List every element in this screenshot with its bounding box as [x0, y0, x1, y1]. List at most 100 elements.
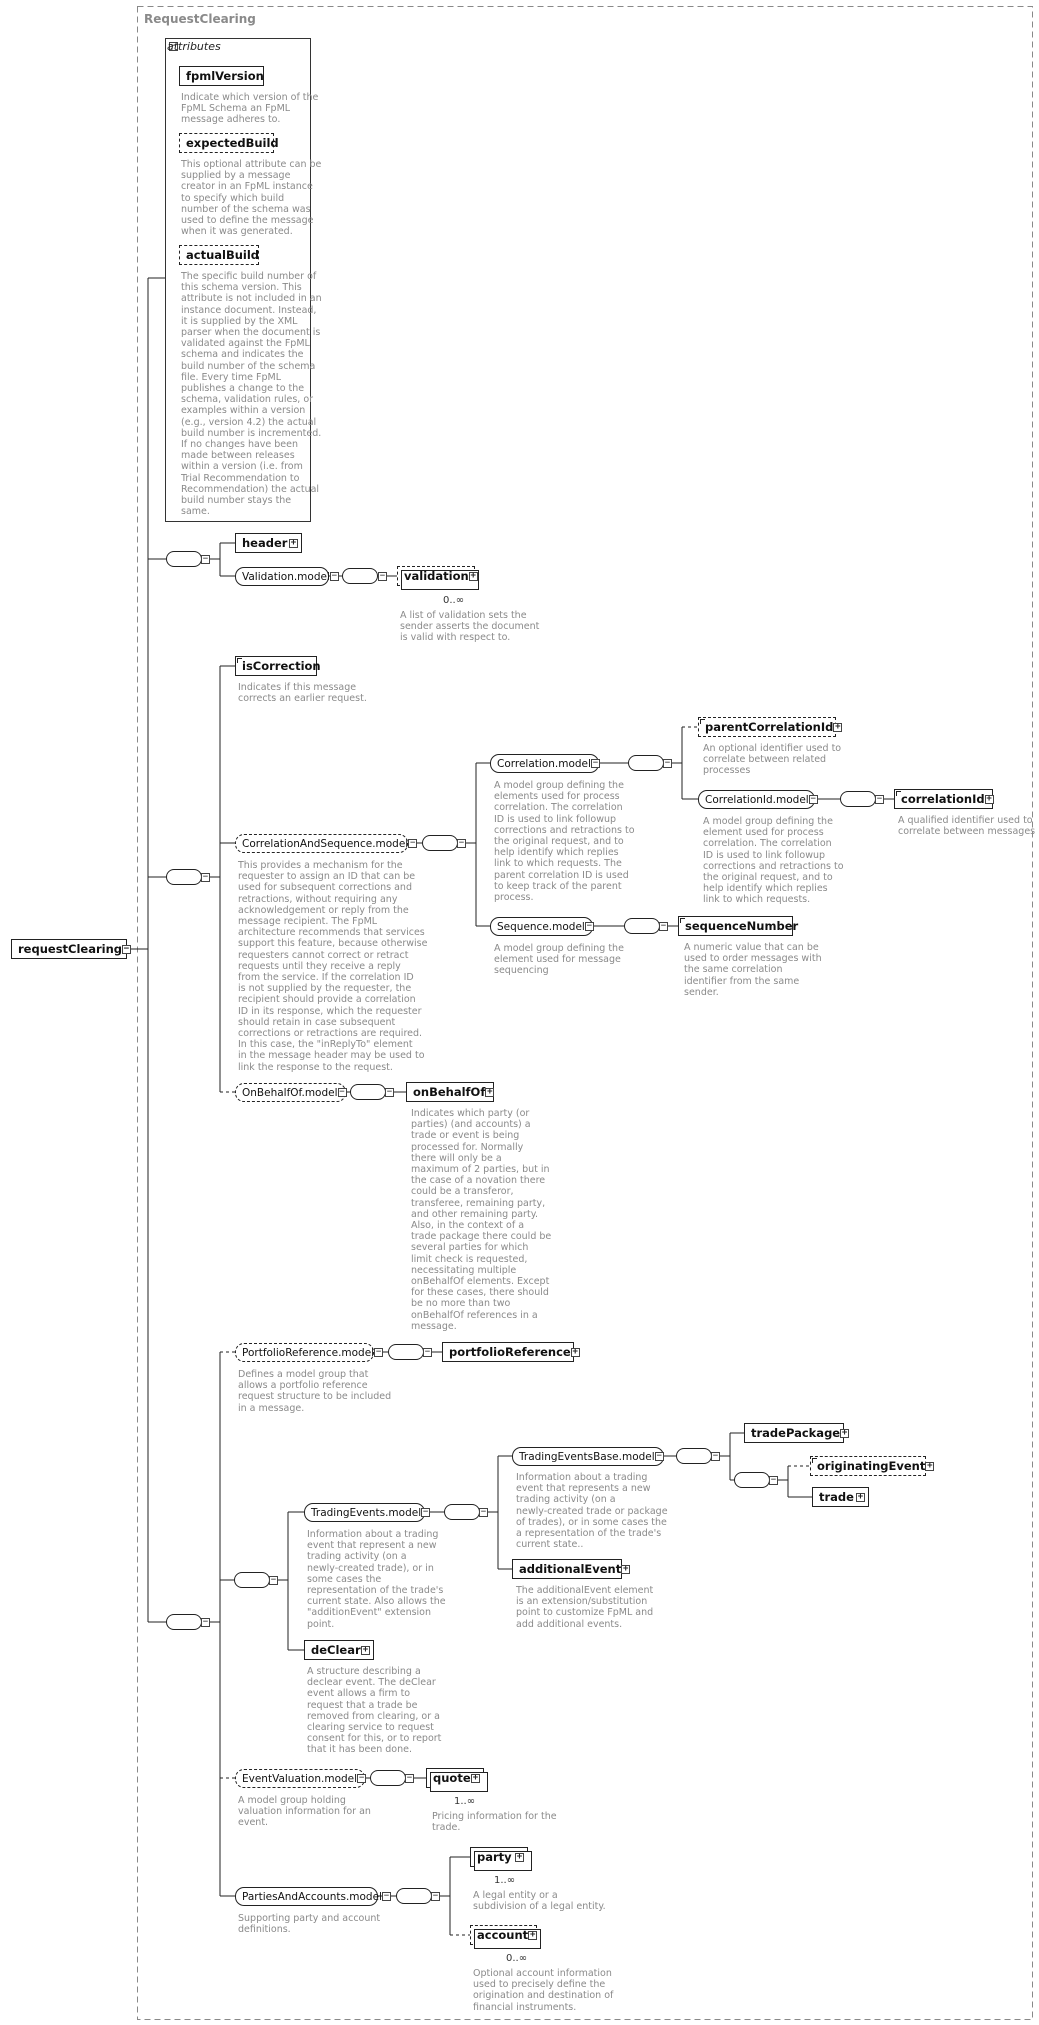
- element-tradePackage[interactable]: tradePackage +: [744, 1423, 850, 1443]
- element-label: deClear: [311, 1643, 361, 1657]
- element-sequenceNumber[interactable]: sequenceNumber: [678, 916, 798, 936]
- element-validation[interactable]: validation +: [397, 566, 479, 590]
- element-additionalEvent[interactable]: additionalEvent +: [512, 1559, 631, 1579]
- element-isCorrection[interactable]: isCorrection: [235, 656, 321, 676]
- collapse-icon[interactable]: −: [201, 872, 210, 882]
- collapse-icon[interactable]: −: [457, 838, 466, 848]
- correlation-model-desc: A model group defining the elements used…: [494, 780, 635, 904]
- collapse-icon[interactable]: −: [405, 1773, 414, 1783]
- element-trade[interactable]: trade +: [812, 1487, 869, 1507]
- group-label: Sequence.model: [497, 920, 585, 933]
- expand-icon[interactable]: +: [856, 1491, 865, 1502]
- expand-icon[interactable]: +: [833, 721, 843, 732]
- element-label: portfolioReference: [449, 1345, 571, 1359]
- element-quote[interactable]: quote +: [426, 1768, 488, 1792]
- collapse-icon[interactable]: −: [479, 1507, 488, 1517]
- collapse-icon[interactable]: −: [421, 1507, 431, 1517]
- collapse-icon[interactable]: −: [269, 1575, 278, 1585]
- element-portfolioReference[interactable]: portfolioReference +: [442, 1342, 580, 1362]
- sequence-compositor: [342, 568, 378, 584]
- account-desc: Optional account information used to pre…: [473, 1968, 614, 2013]
- group-TradingEventsBase-model[interactable]: TradingEventsBase.model −: [512, 1447, 664, 1466]
- group-label: CorrelationAndSequence.model: [242, 837, 409, 850]
- collapse-icon[interactable]: −: [875, 794, 884, 804]
- element-onBehalfOf[interactable]: onBehalfOf +: [406, 1082, 495, 1102]
- expand-icon[interactable]: +: [471, 1772, 480, 1783]
- expand-icon[interactable]: +: [570, 1346, 580, 1357]
- group-label: Correlation.model: [497, 757, 591, 770]
- group-EventValuation-model[interactable]: EventValuation.model −: [235, 1769, 367, 1788]
- sequence-model-desc: A model group defining the element used …: [494, 943, 624, 977]
- element-originatingEvent[interactable]: originatingEvent +: [810, 1456, 935, 1476]
- expand-icon[interactable]: +: [984, 793, 994, 804]
- occurrence-label: 1..∞: [454, 1796, 476, 1807]
- collapse-icon[interactable]: −: [201, 1617, 210, 1627]
- element-header[interactable]: header +: [235, 533, 302, 553]
- collapse-icon[interactable]: −: [590, 758, 600, 768]
- expand-icon[interactable]: +: [621, 1563, 631, 1574]
- collapse-icon[interactable]: −: [374, 1347, 384, 1357]
- group-Sequence-model[interactable]: Sequence.model −: [490, 917, 594, 936]
- collapse-icon[interactable]: −: [408, 838, 418, 848]
- collapse-icon[interactable]: −: [654, 1451, 664, 1461]
- collapse-icon[interactable]: −: [381, 1891, 391, 1901]
- onBehalfOf-desc: Indicates which party (or parties) (and …: [411, 1108, 552, 1332]
- expand-icon[interactable]: +: [485, 1086, 495, 1097]
- expand-icon[interactable]: +: [468, 570, 478, 581]
- expand-icon[interactable]: +: [925, 1460, 935, 1471]
- collapse-icon[interactable]: −: [385, 1087, 394, 1097]
- trading-events-desc: Information about a trading event that r…: [307, 1529, 446, 1630]
- group-PartiesAndAccounts-model[interactable]: PartiesAndAccounts.model −: [235, 1887, 391, 1906]
- expand-icon[interactable]: +: [515, 1851, 524, 1862]
- collapse-icon[interactable]: −: [663, 758, 672, 768]
- element-account[interactable]: account +: [470, 1925, 541, 1949]
- group-TradingEvents-model[interactable]: TradingEvents.model −: [304, 1503, 431, 1522]
- collapse-icon[interactable]: −: [423, 1347, 432, 1357]
- portfolio-reference-desc: Defines a model group that allows a port…: [238, 1369, 392, 1414]
- collapse-icon[interactable]: −: [329, 571, 339, 581]
- collapse-icon[interactable]: −: [769, 1475, 778, 1485]
- party-desc: A legal entity or a subdivision of a leg…: [473, 1890, 606, 1913]
- attribute-fpmlVersion[interactable]: fpmlVersion: [179, 66, 264, 86]
- attribute-expectedBuild[interactable]: expectedBuild: [179, 133, 279, 153]
- element-label: requestClearing: [18, 942, 123, 956]
- attribute-fpmlVersion-desc: Indicate which version of the FpML Schem…: [181, 92, 319, 126]
- group-CorrelationId-model[interactable]: CorrelationId.model −: [698, 790, 818, 809]
- element-parentCorrelationId[interactable]: parentCorrelationId +: [698, 717, 843, 737]
- expand-icon[interactable]: +: [528, 1929, 538, 1940]
- group-CorrelationAndSequence-model[interactable]: CorrelationAndSequence.model −: [235, 834, 418, 853]
- collapse-icon[interactable]: −: [584, 921, 594, 931]
- collapse-icon[interactable]: −: [337, 1087, 347, 1097]
- collapse-icon[interactable]: −: [431, 1891, 440, 1901]
- collapse-icon[interactable]: −: [378, 571, 387, 581]
- collapse-icon[interactable]: −: [659, 921, 668, 931]
- attribute-actualBuild[interactable]: actualBuild: [179, 245, 259, 265]
- deClear-desc: A structure describing a declear event. …: [307, 1666, 442, 1756]
- collapse-icon[interactable]: −: [201, 554, 210, 564]
- element-party[interactable]: party +: [470, 1847, 532, 1871]
- element-correlationId[interactable]: correlationId +: [894, 789, 994, 809]
- group-PortfolioReference-model[interactable]: PortfolioReference.model −: [235, 1343, 384, 1362]
- sequence-compositor: [166, 1614, 202, 1630]
- element-label: account: [477, 1928, 529, 1942]
- root-type-label: RequestClearing: [144, 12, 256, 26]
- element-label: tradePackage: [751, 1426, 841, 1440]
- expand-icon[interactable]: +: [289, 537, 298, 548]
- collapse-icon[interactable]: −: [122, 943, 132, 954]
- group-label: CorrelationId.model: [705, 793, 809, 806]
- group-OnBehalfOf-model[interactable]: OnBehalfOf.model −: [235, 1083, 347, 1102]
- type-marker: [680, 918, 685, 923]
- isCorrection-desc: Indicates if this message corrects an ea…: [238, 682, 367, 705]
- collapse-icon[interactable]: −: [357, 1773, 367, 1783]
- element-requestClearing[interactable]: requestClearing −: [11, 939, 132, 959]
- attributes-collapse-icon[interactable]: −: [169, 41, 178, 51]
- expand-icon[interactable]: +: [840, 1427, 850, 1438]
- element-label: onBehalfOf: [413, 1085, 486, 1099]
- group-Correlation-model[interactable]: Correlation.model −: [490, 754, 600, 773]
- collapse-icon[interactable]: −: [808, 794, 818, 804]
- collapse-icon[interactable]: −: [711, 1451, 720, 1461]
- element-deClear[interactable]: deClear +: [304, 1640, 374, 1660]
- expand-icon[interactable]: +: [361, 1644, 370, 1655]
- group-Validation-model[interactable]: Validation.model −: [235, 567, 339, 586]
